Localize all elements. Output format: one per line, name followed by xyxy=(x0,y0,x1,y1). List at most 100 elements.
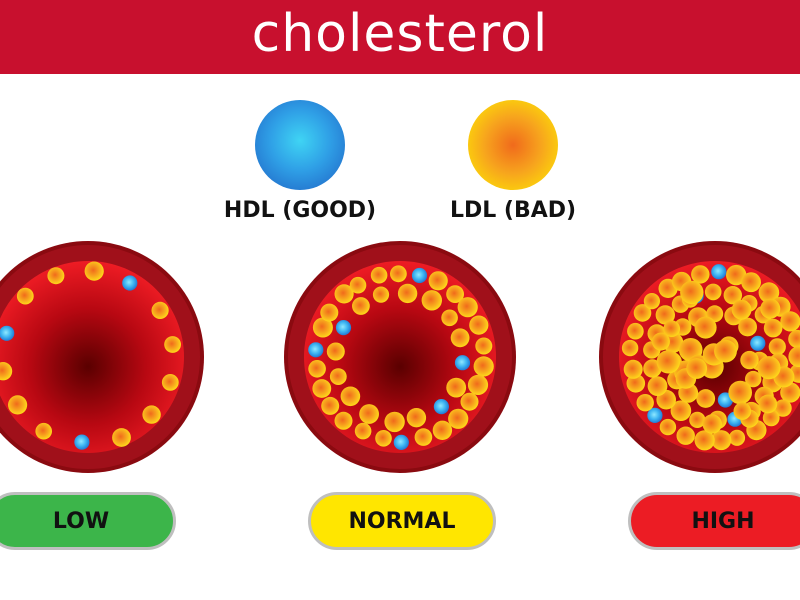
ldl-particle xyxy=(676,426,695,445)
legend-label-hdl: HDL (GOOD) xyxy=(223,198,377,223)
hdl-particle-icon xyxy=(255,100,345,190)
ldl-particle xyxy=(467,374,489,395)
hdl-particle xyxy=(74,434,90,450)
ldl-particle xyxy=(762,409,780,427)
ldl-particle xyxy=(633,304,652,322)
ldl-particle xyxy=(659,418,677,436)
ldl-particle xyxy=(164,336,182,353)
ldl-particle xyxy=(621,339,639,357)
hdl-particle xyxy=(711,264,727,280)
ldl-particle xyxy=(414,428,433,446)
ldl-particle xyxy=(372,286,390,303)
ldl-particle xyxy=(473,356,494,377)
ldl-particle xyxy=(656,350,680,374)
artery-low xyxy=(0,241,204,473)
ldl-particle xyxy=(758,282,780,303)
ldl-particle xyxy=(691,265,710,284)
ldl-particle xyxy=(308,360,326,378)
ldl-particle xyxy=(47,267,65,285)
ldl-particle xyxy=(446,285,464,303)
ldl-particle xyxy=(670,400,692,422)
ldl-particle xyxy=(680,280,704,305)
ldl-particle xyxy=(627,322,644,340)
ldl-particle xyxy=(726,264,747,286)
ldl-particle xyxy=(733,402,752,420)
ldl-particle xyxy=(390,265,407,283)
ldl-particle xyxy=(788,346,800,367)
ldl-particle xyxy=(623,359,643,379)
ldl-particle xyxy=(312,379,332,398)
ldl-particle xyxy=(352,297,370,315)
ldl-particle xyxy=(142,405,161,424)
legend-label-ldl: LDL (BAD) xyxy=(449,198,577,223)
ldl-particle-icon xyxy=(468,100,558,190)
ldl-particle xyxy=(460,392,479,411)
ldl-particle xyxy=(151,301,169,319)
ldl-particle xyxy=(448,408,469,429)
ldl-particle xyxy=(375,430,392,447)
ldl-particle xyxy=(728,380,752,405)
ldl-particle xyxy=(696,389,716,408)
ldl-particle xyxy=(728,429,746,446)
ldl-particle xyxy=(469,315,489,335)
level-badge-normal: NORMAL xyxy=(308,492,496,550)
ldl-particle xyxy=(763,318,783,338)
ldl-particle xyxy=(84,261,104,281)
ldl-particle xyxy=(745,370,762,388)
hdl-particle xyxy=(411,267,428,284)
ldl-particle xyxy=(704,283,722,301)
ldl-particle xyxy=(723,286,742,305)
ldl-particle xyxy=(428,271,448,291)
ldl-particle xyxy=(741,272,761,293)
ldl-particle xyxy=(774,399,792,417)
ldl-particle xyxy=(714,339,737,363)
hdl-particle xyxy=(433,399,449,415)
ldl-particle xyxy=(35,422,52,440)
ldl-particle xyxy=(757,356,781,380)
ldl-particle xyxy=(16,287,34,305)
ldl-particle xyxy=(349,276,367,294)
ldl-particle xyxy=(8,395,28,415)
ldl-particle xyxy=(312,317,333,338)
ldl-particle xyxy=(788,329,800,349)
hdl-particle xyxy=(454,355,471,371)
hdl-particle xyxy=(308,342,324,358)
ldl-particle xyxy=(354,422,372,440)
ldl-particle xyxy=(643,293,661,310)
ldl-particle xyxy=(329,368,347,385)
ldl-particle xyxy=(475,337,493,355)
ldl-particle xyxy=(441,309,458,327)
ldl-particle xyxy=(334,411,353,430)
ldl-particle xyxy=(406,408,427,428)
ldl-particle xyxy=(689,411,706,428)
header-banner: cholesterol xyxy=(0,0,800,74)
ldl-particle xyxy=(457,297,478,318)
hdl-particle xyxy=(335,320,352,336)
page-title: cholesterol xyxy=(251,4,549,64)
ldl-particle xyxy=(359,404,379,424)
ldl-particle xyxy=(731,299,752,320)
ldl-particle xyxy=(740,350,759,370)
ldl-particle xyxy=(321,396,340,415)
level-label-high: HIGH xyxy=(691,508,755,534)
ldl-particle xyxy=(340,386,361,407)
ldl-particle xyxy=(326,342,345,361)
ldl-particle xyxy=(384,411,405,433)
ldl-particle xyxy=(780,311,800,332)
ldl-particle xyxy=(758,394,778,414)
ldl-particle xyxy=(626,374,646,393)
artery-normal xyxy=(284,241,516,473)
ldl-particle xyxy=(702,414,722,434)
hdl-particle xyxy=(122,275,138,291)
ldl-particle xyxy=(780,382,800,403)
ldl-particle xyxy=(432,420,453,440)
ldl-particle xyxy=(161,374,179,391)
ldl-particle xyxy=(112,428,131,447)
ldl-particle xyxy=(370,266,388,284)
level-badge-low: LOW xyxy=(0,492,176,550)
ldl-particle xyxy=(651,332,670,351)
hdl-particle xyxy=(647,407,663,423)
level-label-low: LOW xyxy=(52,508,110,534)
ldl-particle xyxy=(760,298,781,319)
